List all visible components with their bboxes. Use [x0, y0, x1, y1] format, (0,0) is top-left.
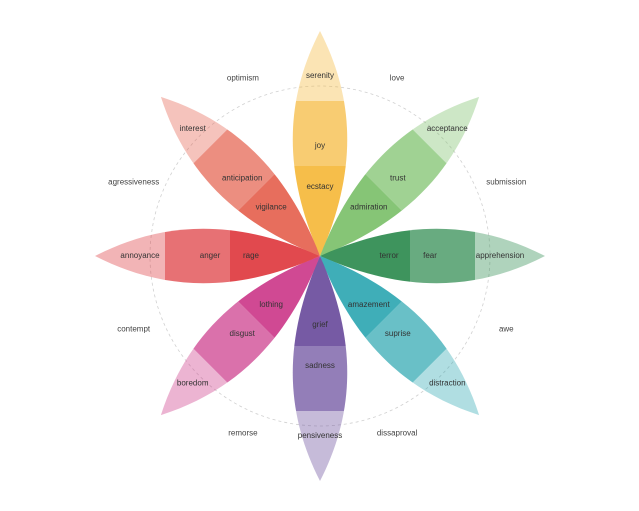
dyad-label: optimism: [227, 74, 259, 83]
petal-anger-middle-band: [165, 228, 230, 284]
emotion-label-middle: anticipation: [222, 173, 262, 182]
petal-joy-middle-band: [292, 101, 348, 166]
emotion-label-outer: annoyance: [120, 251, 160, 260]
emotion-label-inner: lothing: [259, 300, 283, 309]
emotion-label-outer: pensiveness: [298, 431, 342, 440]
petal-anger-outer-band: [95, 228, 165, 284]
emotion-label-inner: rage: [243, 251, 260, 260]
emotion-label-inner: admiration: [350, 202, 387, 211]
emotion-label-outer: acceptance: [427, 124, 468, 133]
dyad-label: love: [390, 74, 405, 83]
emotion-label-middle: joy: [314, 141, 325, 150]
petal-joy: [292, 31, 348, 256]
petal-fear-outer-band: [475, 228, 545, 284]
guide-circle: [149, 85, 491, 427]
emotion-label-middle: fear: [423, 251, 437, 260]
emotion-label-middle: suprise: [385, 329, 411, 338]
petal-sadness-outer-band: [292, 411, 348, 481]
emotion-label-middle: trust: [390, 173, 406, 182]
emotion-label-outer: distraction: [429, 378, 465, 387]
dyad-label: agressiveness: [108, 178, 159, 187]
petal-sadness-middle-band: [292, 346, 348, 411]
petal-fear-inner-band: [320, 228, 410, 284]
dyad-label: submission: [486, 178, 526, 187]
emotion-label-inner: terror: [379, 251, 398, 260]
petal-anger-inner-band: [230, 228, 320, 284]
label-layer: ecstacy joy serenity admiration trust accepta…: [108, 71, 526, 440]
emotion-label-inner: vigilance: [256, 202, 288, 211]
emotion-label-outer: interest: [180, 124, 207, 133]
emotion-label-middle: sadness: [305, 361, 335, 370]
emotion-label-outer: apprehension: [476, 251, 524, 260]
dyad-label: awe: [499, 325, 514, 334]
petal-fear-middle-band: [410, 228, 475, 284]
emotion-label-inner: grief: [312, 320, 328, 329]
dyad-label: contempt: [117, 325, 151, 334]
petal-fear: [320, 228, 545, 284]
petal-anger: [95, 228, 320, 284]
petal-joy-outer-band: [292, 31, 348, 101]
dyad-label: remorse: [228, 429, 258, 438]
emotion-label-middle: anger: [200, 251, 221, 260]
emotion-label-inner: amazement: [348, 300, 391, 309]
dyad-label: dissaproval: [377, 429, 418, 438]
emotion-label-middle: disgust: [230, 329, 256, 338]
emotion-label-outer: boredom: [177, 378, 209, 387]
emotion-label-inner: ecstacy: [306, 182, 333, 191]
emotion-label-outer: serenity: [306, 71, 334, 80]
